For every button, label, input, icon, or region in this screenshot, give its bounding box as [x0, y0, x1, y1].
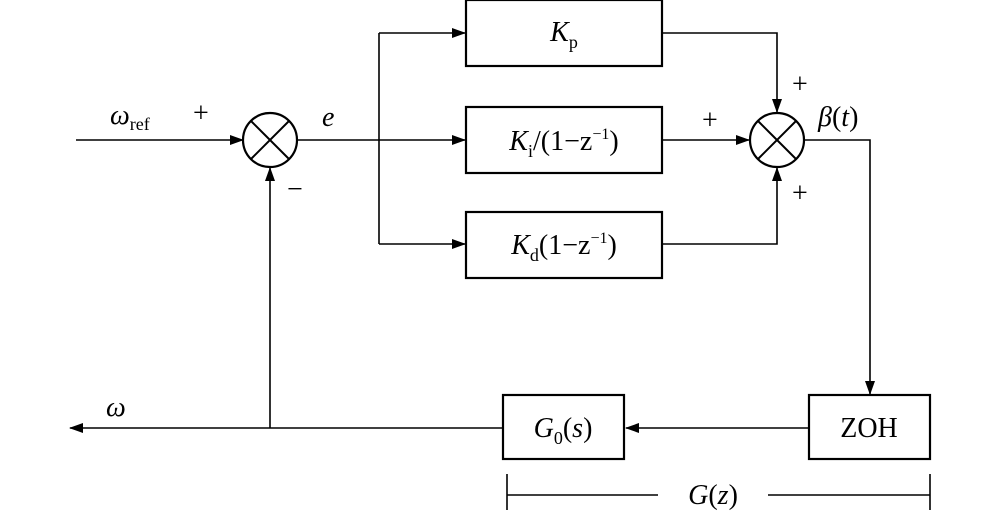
kp-block: Kp — [464, 0, 664, 68]
g0-close: ) — [583, 413, 592, 444]
ki-main: K — [508, 126, 529, 157]
kd-output-wire — [662, 167, 782, 245]
svg-text:Ki/(1−z−1): Ki/(1−z−1) — [508, 126, 618, 161]
error-summing-junction — [241, 111, 299, 169]
kd-block: Kd(1−z−1) — [464, 210, 664, 280]
omega-ref-main: ω — [110, 100, 130, 131]
kd-close: ) — [607, 230, 616, 261]
g0-var: s — [572, 413, 583, 444]
zoh-block: ZOH — [807, 393, 932, 461]
ki-sub: i — [528, 141, 533, 161]
kd-sup: −1 — [590, 230, 607, 247]
gz-var: z — [717, 480, 729, 511]
svg-text:Kp: Kp — [549, 17, 578, 52]
kd-sub: d — [530, 245, 539, 265]
ki-rest: /(1−z — [533, 126, 592, 157]
beta-main: β — [817, 102, 832, 133]
kp-sub: p — [569, 32, 578, 52]
ki-close: ) — [609, 126, 618, 157]
beta-close: ) — [849, 102, 858, 133]
ki-block: Ki/(1−z−1) — [464, 105, 664, 175]
sum2-p-plus-sign: + — [792, 69, 808, 100]
sum1-minus-sign: − — [287, 174, 303, 205]
g0-sub: 0 — [554, 428, 563, 448]
gz-open: ( — [708, 480, 717, 511]
svg-text:G0(s): G0(s) — [534, 413, 593, 448]
kp-main: K — [549, 17, 570, 48]
kd-main: K — [510, 230, 531, 261]
beta-open: ( — [832, 102, 841, 133]
svg-text:Kd(1−z−1): Kd(1−z−1) — [510, 230, 617, 265]
gz-close: ) — [729, 480, 738, 511]
kd-rest: (1−z — [539, 230, 591, 261]
kp-output-wire — [662, 32, 782, 113]
omega-ref-label: ωref — [110, 100, 150, 134]
sum2-i-plus-sign: + — [702, 105, 718, 136]
zoh-label: ZOH — [840, 413, 898, 444]
omega-output-label: ω — [106, 392, 126, 423]
pid-summing-junction — [748, 111, 806, 169]
gz-bracket: G(z) — [506, 474, 931, 511]
plant-block: G0(s) — [501, 393, 626, 461]
gz-label: G(z) — [688, 480, 738, 511]
g0-main: G — [534, 413, 554, 444]
g0-open: ( — [563, 413, 572, 444]
beta-var: t — [841, 102, 850, 133]
sum2-d-plus-sign: + — [792, 178, 808, 209]
beta-output-wire — [804, 139, 875, 395]
gz-main: G — [688, 480, 708, 511]
omega-ref-sub: ref — [130, 114, 150, 134]
sum1-plus-sign: + — [193, 98, 209, 129]
error-label: e — [322, 102, 334, 133]
ki-sup: −1 — [592, 126, 609, 143]
beta-label: β(t) — [817, 102, 858, 133]
